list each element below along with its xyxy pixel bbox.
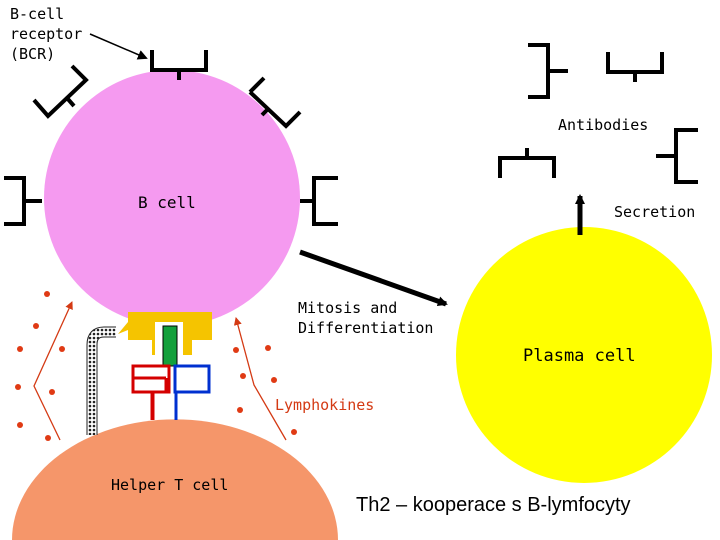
plasma-cell [456, 227, 712, 483]
differentiation-arrow [299, 249, 448, 307]
lymphokine-dots [15, 291, 297, 441]
bcr-receptor-upper-left [32, 64, 89, 119]
helper-t-cell [12, 419, 338, 540]
b-cell [44, 70, 300, 326]
antibody-1 [528, 43, 568, 99]
bcr-receptor-upper-right [248, 76, 302, 129]
secretion-label: Secretion [614, 203, 696, 221]
bcr-pointer-arrow [89, 33, 148, 60]
antibody-4 [656, 128, 698, 184]
slide-caption: Th2 – kooperace s B-lymfocyty [356, 494, 631, 516]
tcr-red-chain [131, 376, 168, 420]
lymphokines-label: Lymphokines [275, 396, 375, 414]
tcr-blue-domain [173, 364, 211, 394]
lymphokine-arrow-left [33, 301, 73, 441]
antibody-3 [498, 148, 556, 178]
lymphokine-arrow-right [233, 317, 287, 441]
antigen-peptide [162, 325, 178, 367]
tcr-red-domain [131, 364, 171, 394]
bcr-label-line1: B-cell [10, 5, 65, 23]
bcr-label-line2: receptor [10, 25, 83, 43]
b-cell-label: B cell [138, 193, 196, 212]
bcr-receptor-top [150, 50, 208, 80]
bcr-label-line3: (BCR) [10, 45, 56, 63]
bcr-receptor-left [4, 176, 42, 226]
antibody-2 [606, 52, 664, 82]
mitosis-label-line1: Mitosis and [298, 299, 398, 317]
antibodies-label: Antibodies [558, 116, 649, 134]
bcr-receptor-right [300, 176, 338, 226]
helper-t-cell-label: Helper T cell [111, 476, 229, 494]
mitosis-label-line2: Differentiation [298, 319, 434, 337]
plasma-cell-label: Plasma cell [523, 346, 636, 366]
